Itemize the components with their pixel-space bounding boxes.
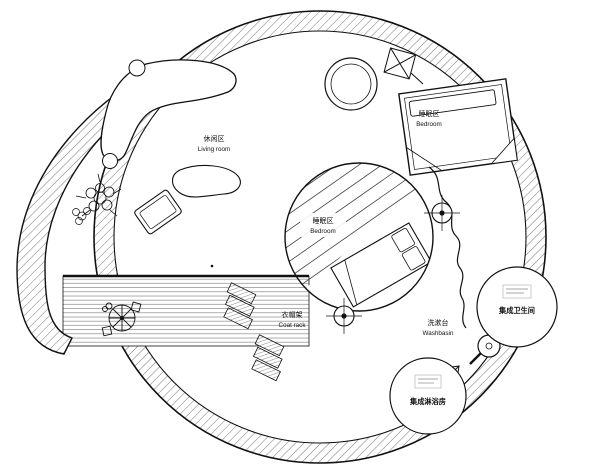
dot-mark: [210, 264, 214, 268]
curtain-squiggle: [428, 166, 467, 329]
bed-pod: [330, 222, 433, 308]
side-table-top: [128, 59, 146, 77]
bedroom-pod-wall: [284, 162, 434, 312]
label-bedroom-center-zh: 睡眠区: [313, 217, 334, 225]
spec-note-box: [414, 374, 442, 389]
label-living-room-en: Living room: [198, 146, 231, 153]
bed-upper: [398, 78, 518, 176]
pillow-1: [391, 227, 415, 253]
column-symbol-2: [326, 298, 362, 334]
label-integrated-bathroom: 集成卫生间: [498, 306, 535, 315]
coffee-table: [171, 165, 241, 198]
ceiling-light-symbol: [383, 47, 417, 80]
faucet-handle: [469, 352, 482, 365]
deck-chair-2: [101, 325, 113, 337]
round-table: [324, 57, 378, 111]
label-washbasin-en: Washbasin: [423, 330, 454, 337]
label-coat-rack-en: Coat rack: [279, 322, 307, 329]
integrated-shower-unit: 集成淋浴房: [389, 357, 467, 435]
plant: [75, 173, 122, 217]
column-symbol-1: [424, 195, 460, 231]
pillow-2: [401, 246, 426, 271]
deck-area: [62, 274, 310, 347]
parasol-pole: [120, 316, 124, 320]
parasol-table: [101, 301, 142, 337]
coat-rack-unit-1: [223, 282, 257, 330]
bedroom-pod-interior: [285, 163, 433, 311]
label-integrated-shower: 集成淋浴房: [409, 397, 446, 406]
label-bedroom-upper-en: Bedroom: [416, 121, 442, 128]
light-stem: [410, 72, 424, 85]
label-washbasin-zh: 洗漱台: [428, 318, 449, 327]
sofa: [100, 59, 237, 162]
chaise: [134, 189, 182, 235]
side-table-bottom: [102, 153, 118, 169]
pillow-band: [408, 89, 497, 117]
spec-note-box: [502, 284, 532, 299]
deck-hatch: [62, 275, 310, 347]
coat-rack-unit-2: [251, 334, 285, 382]
blanket-fold: [490, 137, 518, 165]
deck-chair-1: [130, 301, 142, 313]
integrated-bathroom-unit: 集成卫生间: [476, 266, 558, 348]
plant-small: [72, 207, 91, 225]
label-bedroom-center-en: Bedroom: [310, 228, 336, 235]
label-coat-rack-zh: 衣帽架: [282, 310, 303, 319]
pod-label-bg: [300, 213, 346, 237]
label-living-room-zh: 休闲区: [204, 134, 225, 143]
label-bedroom-upper-zh: 睡眠区: [419, 110, 440, 118]
